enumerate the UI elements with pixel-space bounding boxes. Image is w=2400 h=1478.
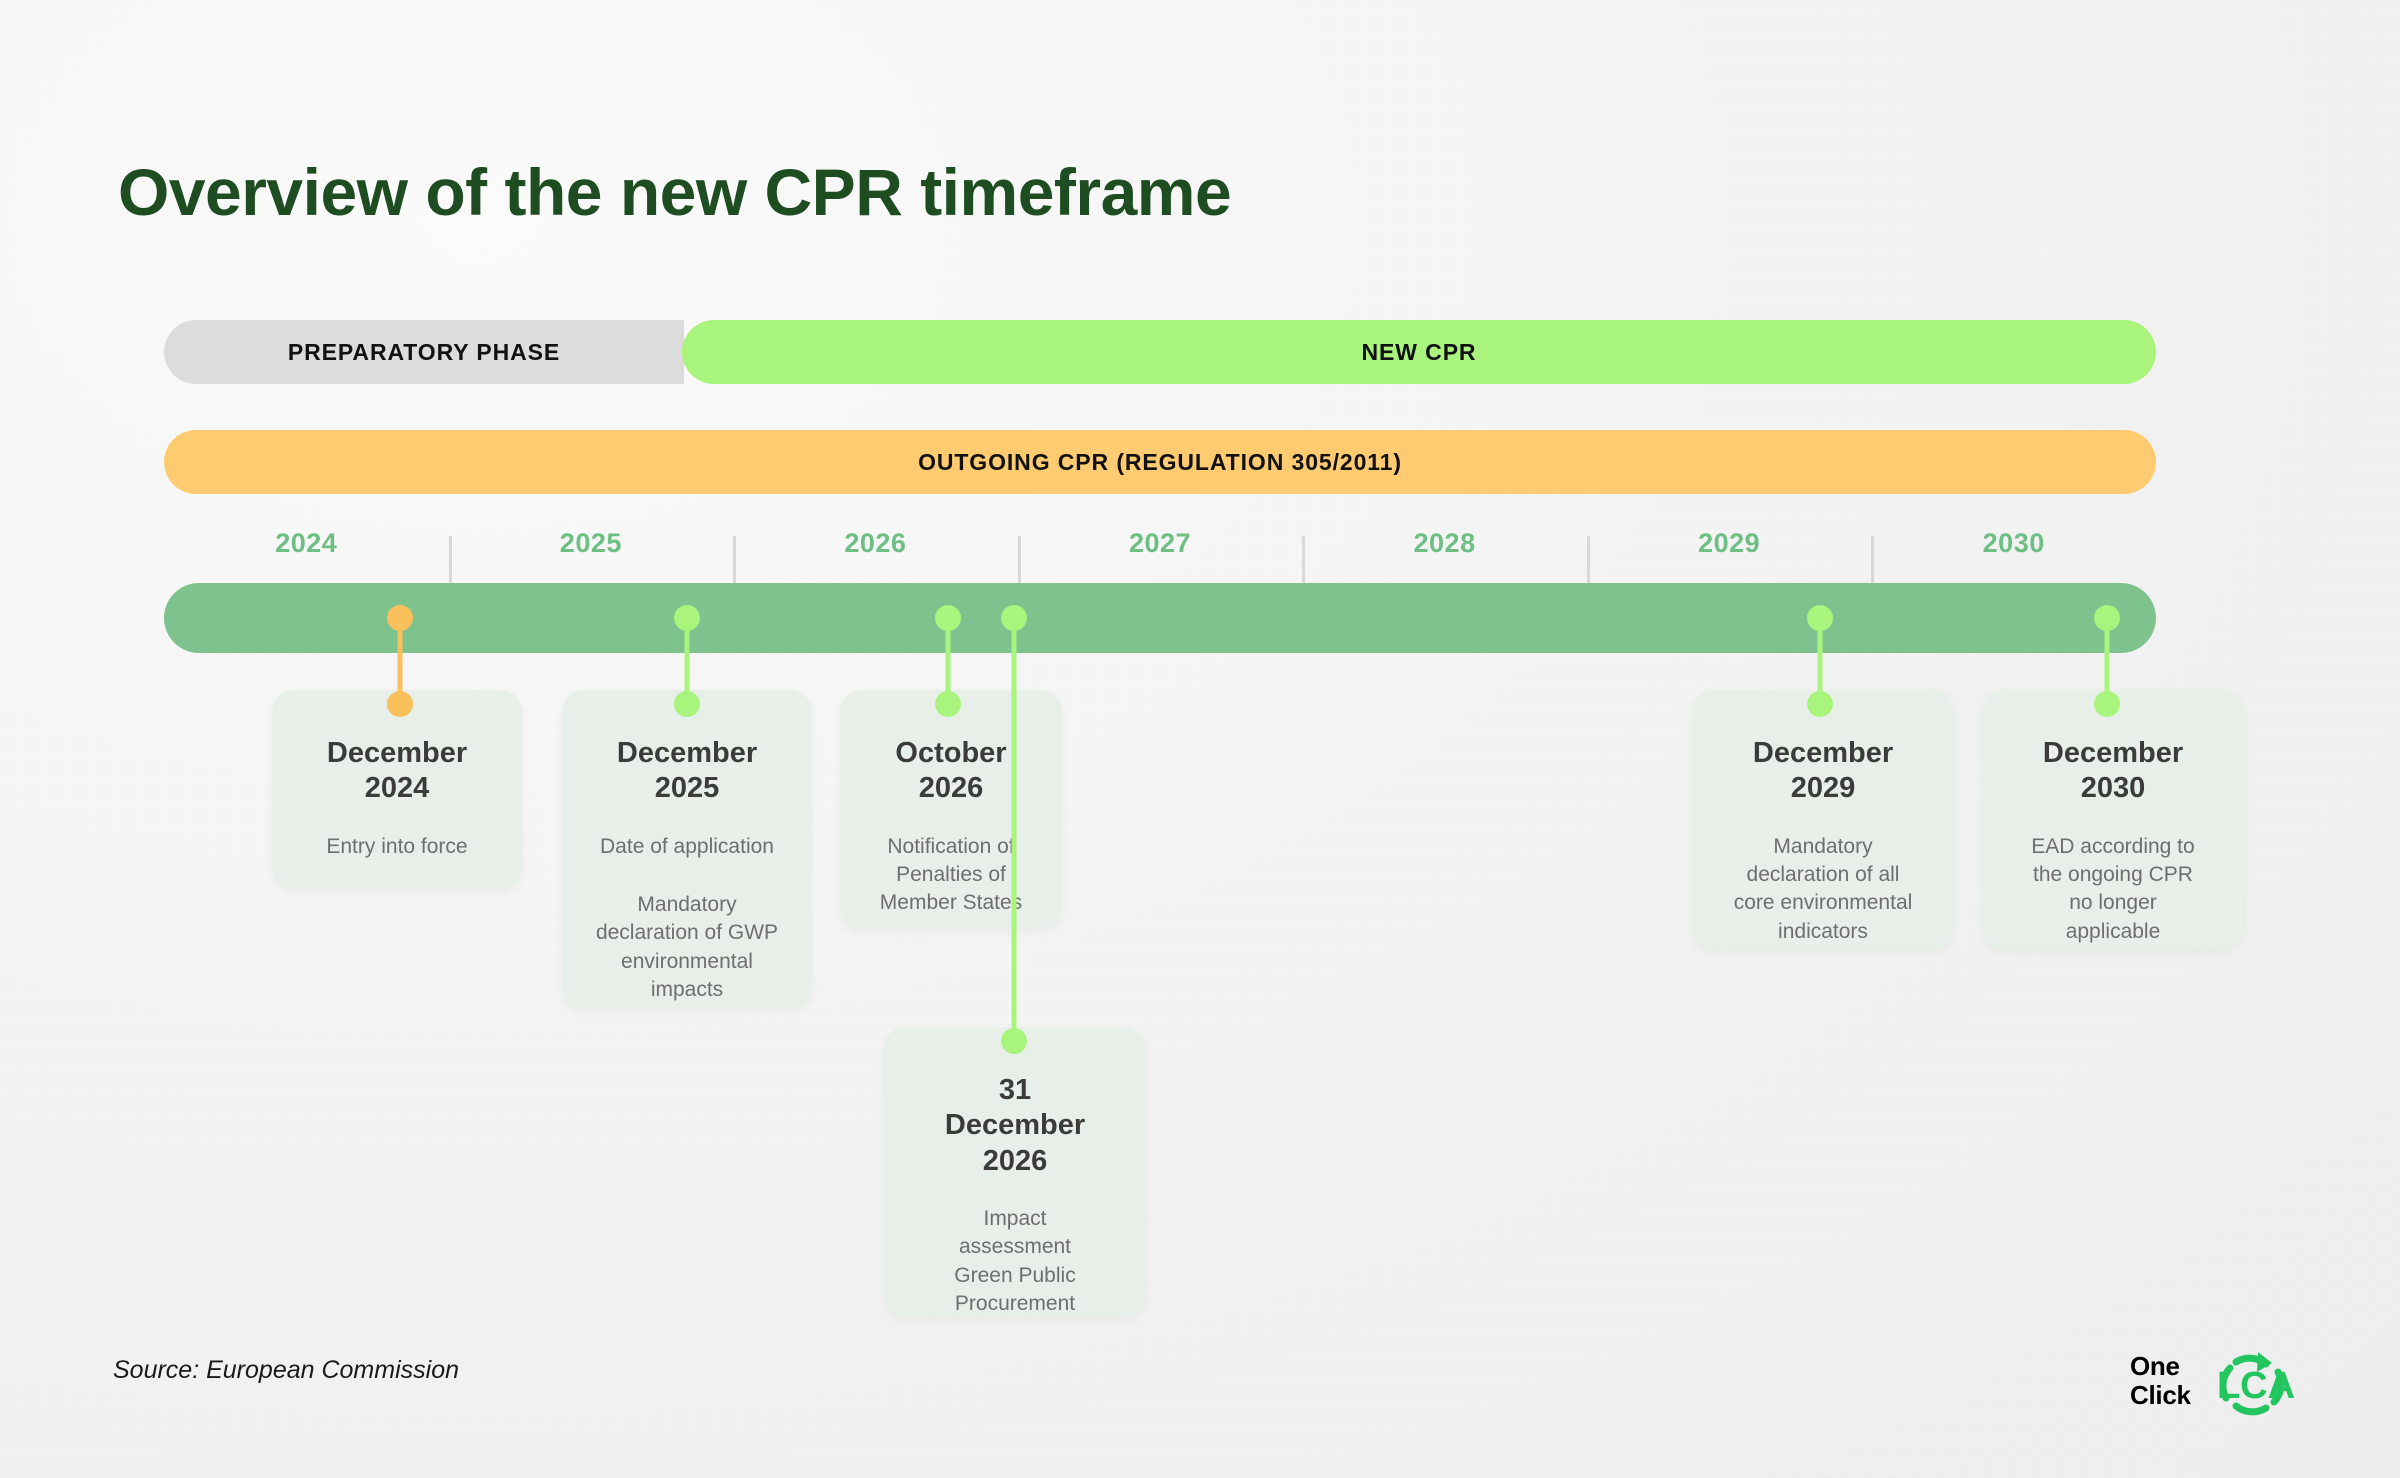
logo-line-1: One	[2130, 1351, 2180, 1381]
year-label-2028: 2028	[1413, 528, 1476, 558]
milestone-dot-card[interactable]	[1807, 691, 1833, 717]
milestone-dot-card[interactable]	[1001, 1028, 1027, 1054]
milestone-dot-track[interactable]	[674, 605, 700, 631]
year-label-2024: 2024	[275, 528, 338, 558]
milestone-dot-card[interactable]	[387, 691, 413, 717]
milestone-dot-track[interactable]	[387, 605, 413, 631]
milestone-connector-line	[684, 616, 690, 700]
milestone-date: December 2029	[1752, 737, 1894, 805]
milestone-dot-track[interactable]	[935, 605, 961, 631]
milestone-dot-card[interactable]	[935, 691, 961, 717]
milestone-description: Mandatory declaration of all core enviro…	[1733, 834, 1913, 943]
milestone-description: Impact assessment Green Public Procureme…	[954, 1207, 1076, 1316]
year-label-2026: 2026	[844, 528, 907, 558]
milestone-description-secondary: Mandatory declaration of GWP environment…	[595, 893, 779, 1002]
milestone-date: 31 December 2026	[944, 1074, 1086, 1177]
milestone-connector-line	[397, 616, 403, 700]
year-label-2027: 2027	[1128, 528, 1192, 558]
milestone-description: EAD according to the ongoing CPR no long…	[2031, 834, 2195, 943]
milestone-dot-card[interactable]	[674, 691, 700, 717]
oneclick-lca-logo: One Click LCA	[2130, 1348, 2300, 1424]
milestone-description: Entry into force	[326, 834, 468, 858]
logo-line-2: Click	[2130, 1380, 2191, 1411]
page-title: Overview of the new CPR timeframe	[118, 155, 1232, 230]
lca-circular-arrow-icon: LCA	[2217, 1352, 2295, 1416]
year-label-2029: 2029	[1698, 528, 1761, 558]
milestone-description: Notification of Penalties of Member Stat…	[879, 834, 1023, 915]
milestone-dot-track[interactable]	[2094, 605, 2120, 631]
milestone-date: December 2024	[326, 737, 468, 805]
phase-preparatory: PREPARATORY PHASE	[164, 320, 684, 384]
logo-lca-text: LCA	[2217, 1365, 2295, 1407]
year-axis: 2024 2025 2026 2027 2028 2029 2030	[164, 528, 2156, 646]
milestone-dot-track[interactable]	[1001, 605, 1027, 631]
milestone-description: Date of application	[600, 834, 774, 858]
milestone-connector-line	[2104, 616, 2110, 700]
phase-bar-row-top: PREPARATORY PHASE NEW CPR	[164, 320, 2156, 384]
milestone-connector-line	[1011, 616, 1017, 1037]
source-caption: Source: European Commission	[113, 1356, 459, 1384]
milestone-connector-line	[945, 616, 951, 700]
logo-wordmark: One Click	[2130, 1351, 2191, 1411]
milestone-connector-line	[1817, 616, 1823, 700]
milestone-dot-track[interactable]	[1807, 605, 1833, 631]
milestone-date: December 2030	[2042, 737, 2184, 805]
milestone-date: December 2025	[616, 737, 758, 805]
timeline-track	[164, 583, 2156, 653]
phase-outgoing-cpr: OUTGOING CPR (REGULATION 305/2011)	[164, 430, 2156, 494]
milestone-date: October 2026	[895, 737, 1007, 805]
phase-new-cpr: NEW CPR	[682, 320, 2156, 384]
year-label-2025: 2025	[559, 528, 622, 558]
milestone-dot-card[interactable]	[2094, 691, 2120, 717]
year-label-2030: 2030	[1982, 528, 2045, 558]
phase-bar-row-bottom: OUTGOING CPR (REGULATION 305/2011)	[164, 430, 2156, 494]
